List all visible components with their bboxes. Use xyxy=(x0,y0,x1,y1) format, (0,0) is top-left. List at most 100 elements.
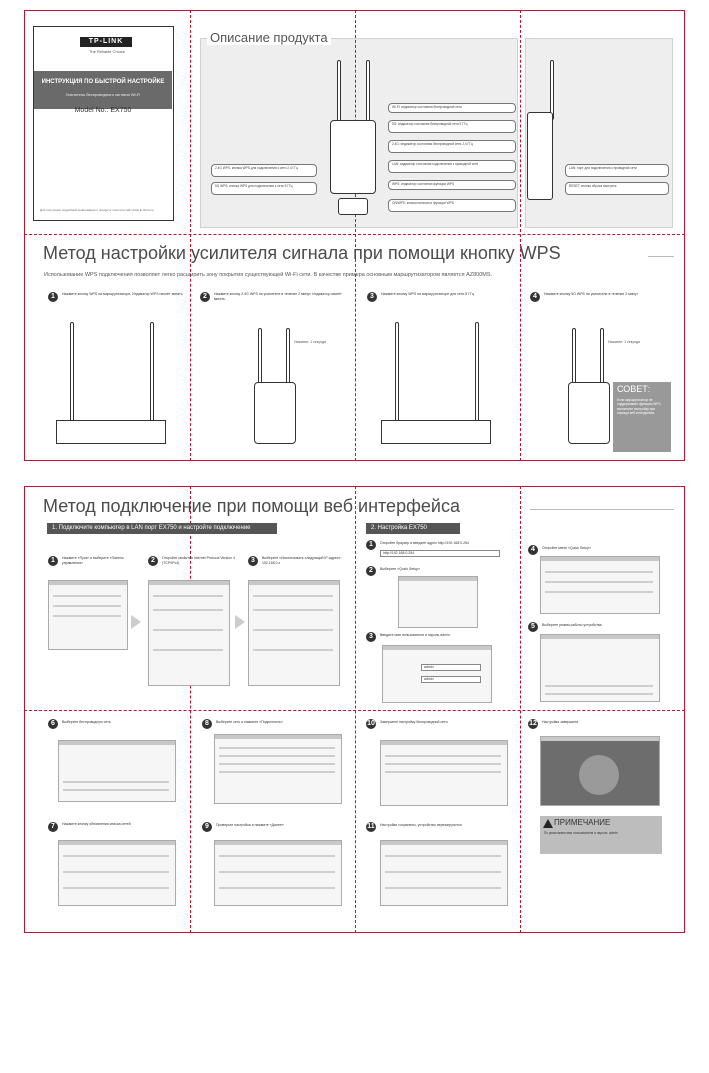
cover-title: ИНСТРУКЦИЯ ПО БЫСТРОЙ НАСТРОЙКЕ xyxy=(41,79,165,85)
cover-subtitle: Усилитель беспроводного сигнала Wi-Fi xyxy=(65,92,141,97)
cover-title-band: ИНСТРУКЦИЯ ПО БЫСТРОЙ НАСТРОЙКЕ Усилител… xyxy=(34,71,172,109)
section-2-label: 2. Настройка EX750 xyxy=(366,523,460,534)
step-text: Настройка завершена xyxy=(542,720,579,724)
screenshot xyxy=(248,580,340,686)
lan-port-callout: LAN: порт для подключения к проводной се… xyxy=(565,164,669,177)
step-text: Нажмите кнопку 5G WPS на усилителе в теч… xyxy=(544,292,639,296)
led-callout-5g: 5G: индикатор состояния беспроводной сет… xyxy=(388,120,516,133)
step-text: Нажмите кнопку обновления списка сетей xyxy=(62,822,131,826)
username-field: admin xyxy=(421,664,481,671)
screenshot xyxy=(540,634,660,702)
tip-body: Если маршрутизатор не поддерживает функц… xyxy=(617,398,662,415)
step-number: 3 xyxy=(248,556,258,566)
step-number: 5 xyxy=(528,622,538,632)
screenshot xyxy=(148,580,230,686)
step-number: 7 xyxy=(48,822,58,832)
led-callout-24g: 2.4G: индикатор состояния беспроводной с… xyxy=(388,140,516,153)
warning-icon xyxy=(543,819,553,828)
web-title: Метод подключение при помощи веб интерфе… xyxy=(43,496,460,516)
step-text: Проверьте настройки и нажмите «Далее» xyxy=(216,823,284,827)
step-text: Нажмите кнопку WPS на маршрутизаторе. Ин… xyxy=(62,292,184,296)
led-callout-wps: WPS: индикатор состояния функции WPS xyxy=(388,180,516,190)
fold-line xyxy=(24,234,685,235)
screenshot xyxy=(214,840,342,906)
screenshot xyxy=(380,840,508,906)
step-number: 2 xyxy=(200,292,210,302)
step-number: 3 xyxy=(366,632,376,642)
led-callout-lan: LAN: индикатор состояния подключения к п… xyxy=(388,160,516,173)
antenna xyxy=(150,322,154,422)
step-text: Откройте меню «Quick Setup» xyxy=(542,546,592,550)
router xyxy=(56,420,166,444)
step-number: 4 xyxy=(530,292,540,302)
antenna xyxy=(475,322,479,422)
step-number: 12 xyxy=(528,719,538,729)
power-callout: ON/WPS: кнопка питания и функции WPS xyxy=(388,199,516,212)
login-dialog: admin admin xyxy=(382,645,492,703)
step-text: Выберите беспроводную сеть xyxy=(62,720,111,724)
screenshot xyxy=(398,576,478,628)
title-rule xyxy=(648,256,674,257)
cover-footer: Для получения подробной информации о про… xyxy=(40,208,154,212)
press-duration-note: Нажатие: 1 секунда xyxy=(608,340,640,344)
antenna xyxy=(258,328,262,388)
fold-line xyxy=(355,10,356,461)
fold-line xyxy=(24,710,685,711)
success-screenshot xyxy=(540,736,660,806)
extender xyxy=(254,382,296,444)
press-duration-note: Нажатие: 1 секунда xyxy=(294,340,326,344)
step-number: 2 xyxy=(148,556,158,566)
wps5-callout: 5G WPS: кнопка WPS для подключения к сет… xyxy=(211,182,317,195)
step-number: 4 xyxy=(528,545,538,555)
note-title: ПРИМЕЧАНИЕ xyxy=(554,818,611,827)
fold-line xyxy=(190,10,191,461)
reset-callout: RESET: кнопка сброса настроек xyxy=(565,182,669,195)
step-text: Нажмите кнопку WPS на маршрутизаторе для… xyxy=(381,292,475,296)
step-number: 3 xyxy=(367,292,377,302)
cover-panel: TP-LINK The Reliable Choice ИНСТРУКЦИЯ П… xyxy=(33,26,174,221)
arrow-icon xyxy=(131,615,141,629)
step-number: 9 xyxy=(202,822,212,832)
extender-side xyxy=(527,112,553,200)
step-text: Нажмите кнопку 2.4G WPS на усилителе в т… xyxy=(214,292,342,301)
antenna xyxy=(286,328,290,388)
fold-line xyxy=(520,486,521,933)
screenshot xyxy=(58,840,176,906)
led-callout-wifi: Wi-Fi: индикатор состояния беспроводной … xyxy=(388,103,516,113)
brand-logo: TP-LINK xyxy=(80,37,132,47)
step-number: 2 xyxy=(366,566,376,576)
wps-title: Метод настройки усилителя сигнала при по… xyxy=(43,243,561,263)
step-text: Завершите настройку беспроводной сети xyxy=(380,720,448,724)
screenshot xyxy=(540,556,660,614)
step-number: 6 xyxy=(48,719,58,729)
note-box: ПРИМЕЧАНИЕ По умолчанию имя пользователя… xyxy=(540,816,662,854)
step-text: Выберите сеть и нажмите «Подключить» xyxy=(216,720,283,724)
router xyxy=(381,420,491,444)
step-text: Выберите режим работы устройства xyxy=(542,623,602,627)
title-rule xyxy=(530,509,674,510)
step-text: Откройте браузер и введите адрес http://… xyxy=(380,541,469,545)
fold-line xyxy=(520,10,521,461)
step-text: Выберите «Использовать следующий IP-адре… xyxy=(262,556,342,565)
wps-intro: Использование WPS подключения позволяет … xyxy=(44,272,493,278)
bottom-frame xyxy=(24,486,685,933)
extender xyxy=(568,382,610,444)
step-text: Нажмите «Пуск» и выберите «Панель управл… xyxy=(62,556,124,565)
section-1-label: 1. Подключите компьютер в LAN порт EX750… xyxy=(47,523,277,534)
fold-line xyxy=(355,486,356,933)
url-field: http://192.168.0.254 xyxy=(380,550,500,557)
screenshot xyxy=(214,734,342,804)
product-title: Описание продукта xyxy=(207,30,331,45)
fold-line xyxy=(190,486,191,933)
model-number: Model No.: EX750 xyxy=(74,107,132,114)
screenshot xyxy=(380,740,508,806)
screenshot xyxy=(48,580,128,650)
antenna xyxy=(70,322,74,422)
antenna xyxy=(550,60,554,120)
step-text: Откройте свойства Internet Protocol Vers… xyxy=(162,556,235,565)
step-text: Настройки сохранены, устройство перезагр… xyxy=(380,823,462,827)
antenna xyxy=(395,322,399,422)
antenna xyxy=(572,328,576,388)
step-number: 8 xyxy=(202,719,212,729)
antenna xyxy=(600,328,604,388)
